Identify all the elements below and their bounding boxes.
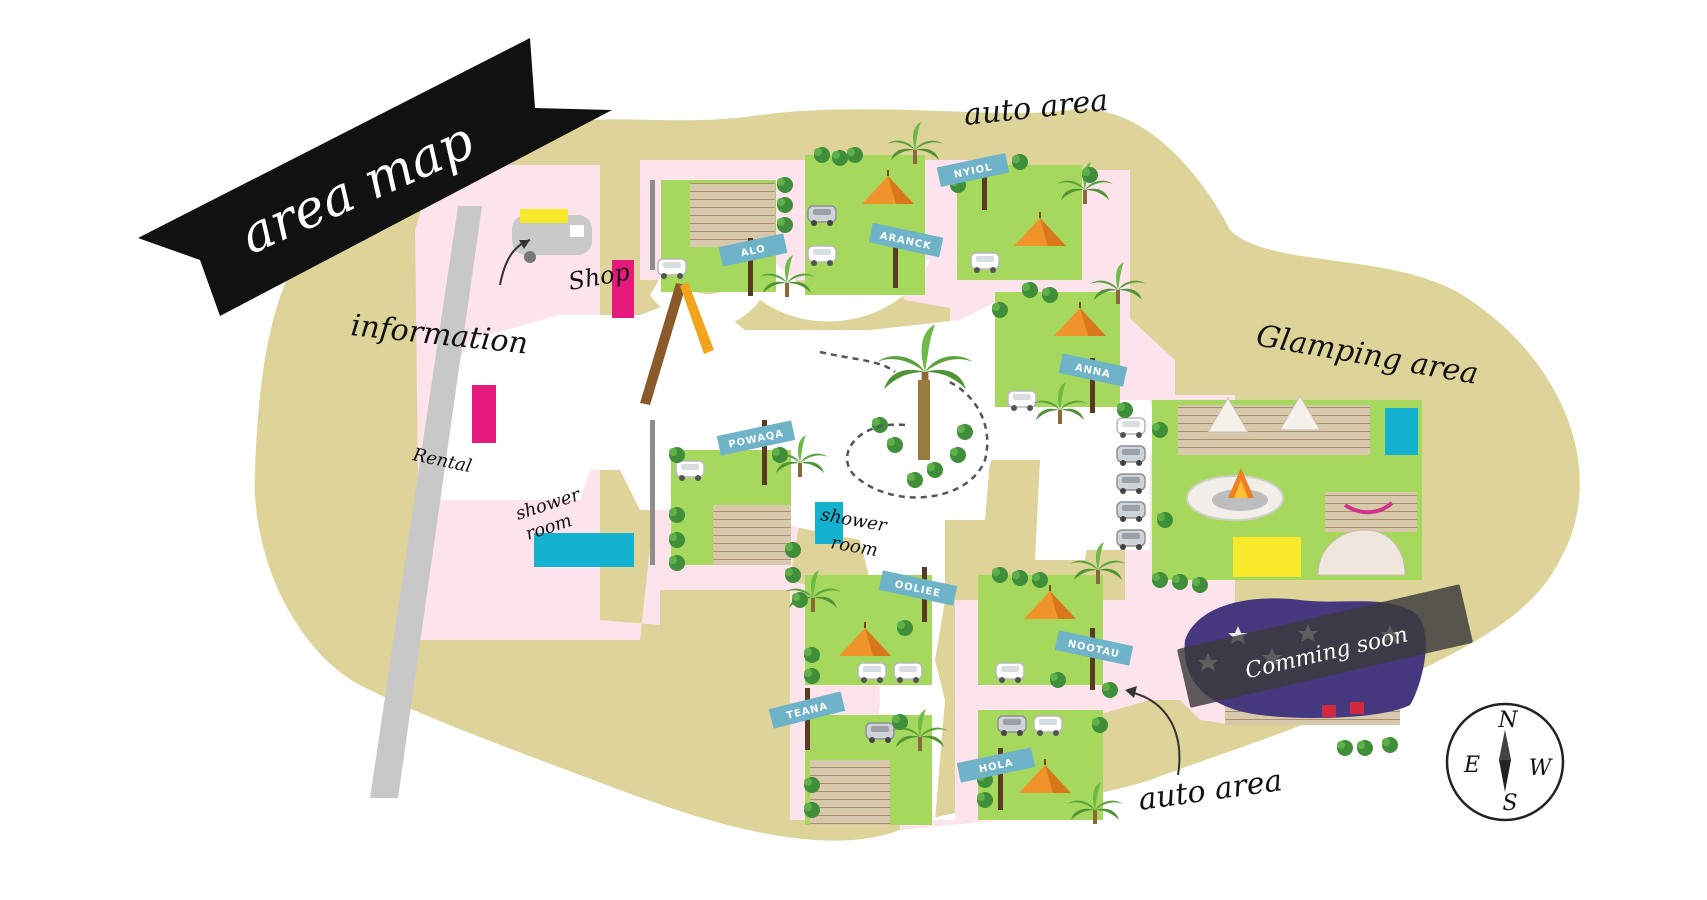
chair-icons xyxy=(1322,702,1364,717)
sign-ooliee[interactable]: OOLIEE xyxy=(878,567,958,622)
sign-alo-label: ALO xyxy=(740,243,767,259)
sign-powaqa[interactable]: POWAQA xyxy=(716,420,796,485)
sign-nyiol[interactable]: NYIOL xyxy=(936,152,1010,210)
roundabout xyxy=(830,358,994,522)
information-caravan-icon xyxy=(512,209,592,263)
flame-icon xyxy=(1234,480,1248,498)
site-anna-plot xyxy=(995,292,1120,407)
rental-building xyxy=(472,385,496,443)
shop-building xyxy=(612,260,634,318)
bell-tent-icon xyxy=(1317,529,1406,576)
compass-w: W xyxy=(1529,756,1554,781)
compass: N E W S xyxy=(1445,702,1565,822)
sign-hola[interactable]: HOLA xyxy=(956,747,1036,810)
tipi-icon xyxy=(1279,395,1321,431)
shower-room-left xyxy=(534,533,634,567)
compass-n: N xyxy=(1497,708,1518,733)
arrow-head-icon xyxy=(1125,686,1137,698)
auto-area-arrow xyxy=(1129,691,1181,776)
deck xyxy=(810,760,890,825)
deck xyxy=(690,183,775,247)
dashed-path xyxy=(819,350,896,374)
tipi-icon xyxy=(1207,397,1249,433)
entrance-sign xyxy=(680,282,714,354)
post xyxy=(650,180,655,270)
title-banner xyxy=(138,38,612,316)
site-aranck-plot xyxy=(805,155,925,295)
sign-nootau[interactable]: NOOTAU xyxy=(1054,628,1134,690)
deck xyxy=(713,505,791,565)
deck xyxy=(1178,405,1370,455)
main-road xyxy=(370,206,482,798)
arrow-head-icon xyxy=(519,240,530,249)
compass-s: S xyxy=(1502,791,1517,816)
palm-trunk xyxy=(918,380,930,460)
sign-anna[interactable]: ANNA xyxy=(1058,353,1128,413)
sign-aranck[interactable]: ARANCK xyxy=(868,222,944,288)
shower-room-center xyxy=(815,502,843,544)
yellow-tent xyxy=(1233,537,1301,577)
sign-alo[interactable]: ALO xyxy=(718,233,788,296)
compass-e: E xyxy=(1463,753,1480,778)
sign-teana[interactable]: TEANA xyxy=(768,688,846,750)
post xyxy=(650,420,655,565)
entrance-post xyxy=(640,283,686,405)
coming-soon-banner xyxy=(1177,584,1473,708)
dashed-loop xyxy=(845,378,989,499)
hammock-icon xyxy=(1343,501,1394,515)
fire-pit xyxy=(1212,489,1268,511)
glamping-building xyxy=(1385,408,1418,455)
